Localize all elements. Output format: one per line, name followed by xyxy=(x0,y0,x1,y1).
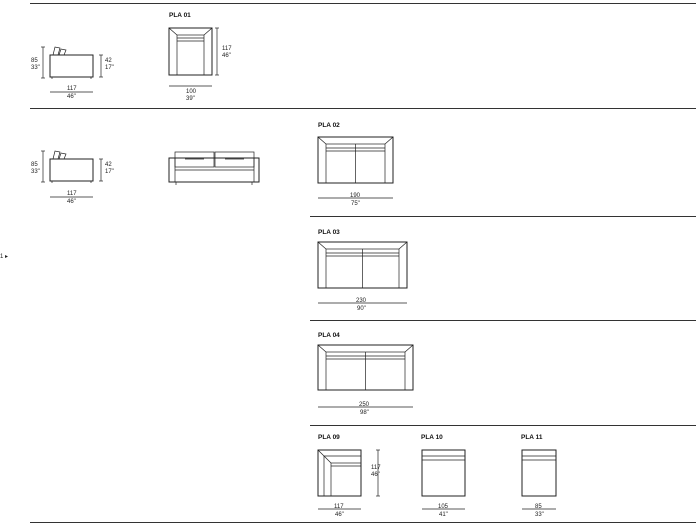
module-pla03: PLA 03 230 90" xyxy=(317,229,408,312)
module-pla04: PLA 04 250 98" xyxy=(317,332,414,416)
label-pla10-w-in: 41" xyxy=(439,512,448,518)
label-pla01-w-in: 39" xyxy=(186,96,195,102)
label-pla01-d-in: 46" xyxy=(222,53,231,59)
label-side-a-d-in: 46" xyxy=(67,94,76,100)
label-pla11-w-cm: 85 xyxy=(535,504,542,510)
label-side-b-d-in: 46" xyxy=(67,199,76,205)
side-view-a: 85 33" 42 17" 117 46" xyxy=(31,46,114,100)
page-marker: 1 ▸ xyxy=(0,254,8,260)
label-side-b-d-cm: 117 xyxy=(67,191,77,197)
label-pla09-w-in: 46" xyxy=(335,512,344,518)
label-side-b-h-cm: 85 xyxy=(31,162,38,168)
label-pla03-code: PLA 03 xyxy=(318,229,340,236)
side-view-b: 85 33" 42 17" 117 46" xyxy=(31,150,114,205)
label-side-a-h-in: 33" xyxy=(31,65,40,71)
label-pla01-d-cm: 117 xyxy=(222,46,232,52)
label-pla09-d-cm: 117 xyxy=(371,465,381,471)
label-pla02-w-in: 75" xyxy=(351,201,360,207)
module-pla10: PLA 10 105 41" xyxy=(421,434,466,518)
label-pla04-code: PLA 04 xyxy=(318,332,340,339)
label-pla10-code: PLA 10 xyxy=(421,434,443,441)
label-pla02-code: PLA 02 xyxy=(318,122,340,129)
module-pla09: PLA 09 117 46" 117 46" xyxy=(317,434,381,518)
module-pla02: PLA 02 190 75" xyxy=(317,122,394,207)
label-side-b-seat-cm: 42 xyxy=(105,162,112,168)
module-pla01: PLA 01 100 39" 117 46" xyxy=(168,12,232,102)
label-pla09-d-in: 46" xyxy=(371,472,380,478)
label-side-a-h-cm: 85 xyxy=(31,58,38,64)
label-pla03-w-cm: 230 xyxy=(356,298,367,304)
label-pla02-w-cm: 190 xyxy=(350,193,361,199)
label-pla01-w-cm: 100 xyxy=(186,89,197,95)
label-side-b-seat-in: 17" xyxy=(105,169,114,175)
label-side-b-h-in: 33" xyxy=(31,169,40,175)
label-side-a-d-cm: 117 xyxy=(67,86,77,92)
front-elevation xyxy=(168,151,260,185)
label-side-a-seat-in: 17" xyxy=(105,65,114,71)
label-pla09-w-cm: 117 xyxy=(334,504,344,510)
label-pla01-code: PLA 01 xyxy=(169,12,191,19)
label-pla03-w-in: 90" xyxy=(357,306,366,312)
label-side-a-seat-cm: 42 xyxy=(105,58,112,64)
label-pla04-w-in: 98" xyxy=(360,410,369,416)
label-pla10-w-cm: 105 xyxy=(438,504,449,510)
label-pla11-code: PLA 11 xyxy=(521,434,543,441)
label-pla09-code: PLA 09 xyxy=(318,434,340,441)
label-pla11-w-in: 33" xyxy=(535,512,544,518)
module-pla11: PLA 11 85 33" xyxy=(521,434,557,518)
label-pla04-w-cm: 250 xyxy=(359,402,370,408)
